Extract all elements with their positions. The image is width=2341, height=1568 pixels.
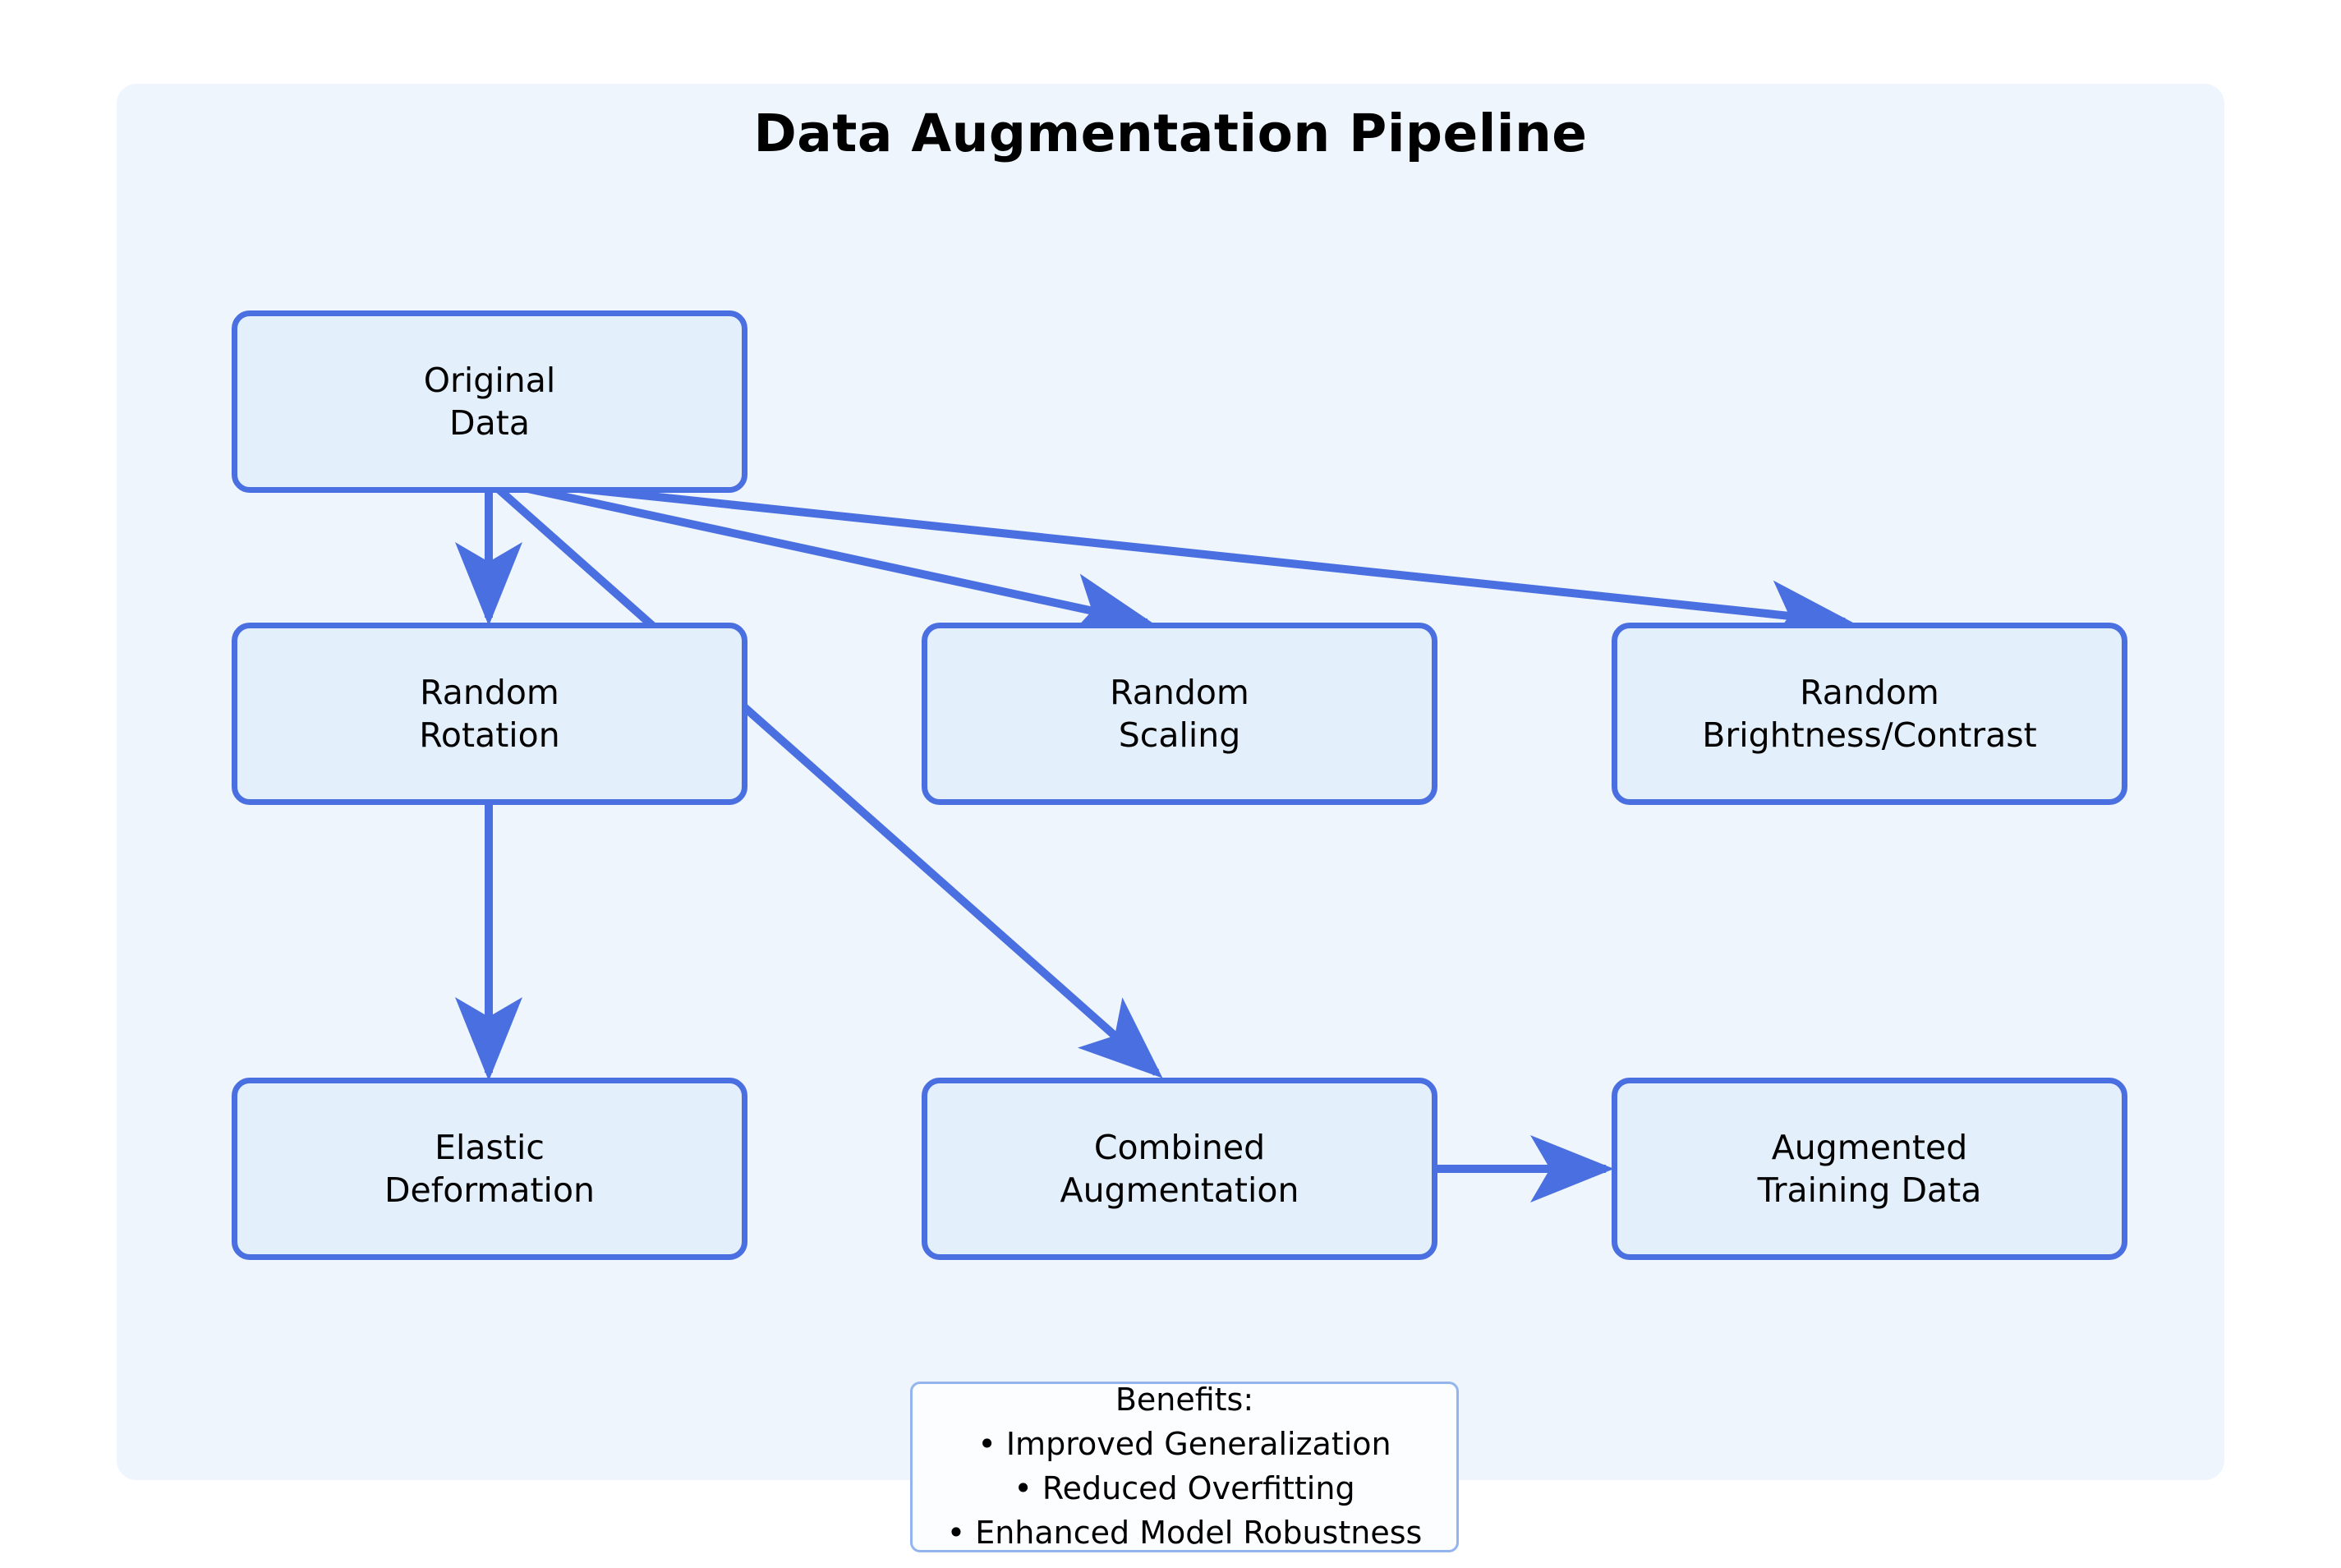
node-original-data[interactable]: Original Data (232, 310, 747, 493)
benefits-item-3: • Enhanced Model Robustness (946, 1514, 1423, 1551)
node-random-rotation[interactable]: Random Rotation (232, 623, 747, 805)
node-augmented-training-data[interactable]: Augmented Training Data (1612, 1078, 2127, 1260)
node-random-scaling[interactable]: Random Scaling (922, 623, 1437, 805)
benefits-item-2: • Reduced Overfitting (1014, 1470, 1355, 1506)
node-combined-augmentation[interactable]: Combined Augmentation (922, 1078, 1437, 1260)
node-random-brightness-contrast[interactable]: Random Brightness/Contrast (1612, 623, 2127, 805)
benefits-callout: Benefits: • Improved Generalization • Re… (910, 1382, 1459, 1552)
page-title: Data Augmentation Pipeline (753, 103, 1588, 163)
benefits-heading: Benefits: (1115, 1382, 1254, 1419)
benefits-item-1: • Improved Generalization (977, 1426, 1391, 1463)
node-elastic-deformation[interactable]: Elastic Deformation (232, 1078, 747, 1260)
